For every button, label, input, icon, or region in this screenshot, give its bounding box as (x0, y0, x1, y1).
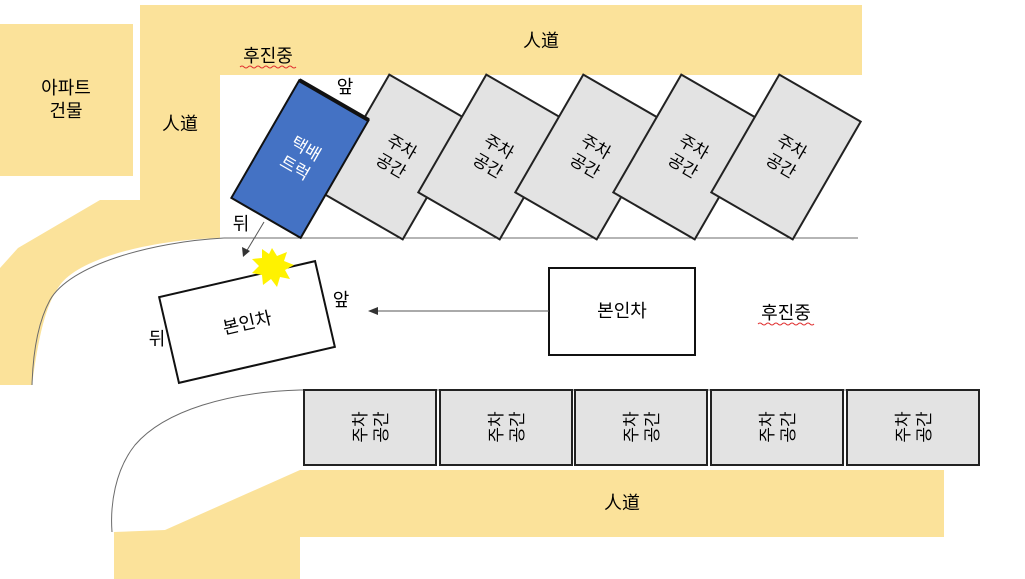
parking-top-row: 주차 공간 주차 공간 주차 공간 주차 공간 주차 공간 (319, 73, 863, 241)
road-edge-curve-lower (111, 389, 301, 533)
truck-reverse-arrow (242, 221, 265, 257)
parking-bottom-row: 주차 공간 주차 공간 주차 공간 주차 공간 (303, 389, 980, 466)
sidewalk-left-label: 人道 (162, 114, 198, 135)
parking-space-bottom-3: 주차 공간 (574, 389, 708, 466)
apartment-label-line2: 건물 (49, 101, 82, 122)
delivery-truck: 택배 트럭 (229, 78, 371, 240)
parking-label: 공간 (643, 411, 663, 443)
sidewalk-top-label: 人道 (523, 31, 559, 52)
parking-space-top-5: 주차 공간 (709, 73, 863, 241)
parking-space-bottom-5: 주차 공간 (846, 389, 980, 466)
parking-label: 공간 (779, 411, 799, 443)
sidewalk-bottom (114, 470, 944, 579)
labels: 人道 人道 人道 아파트 건물 후진중 후진중 앞 뒤 앞 뒤 (41, 31, 811, 514)
parking-label: 공간 (915, 411, 935, 443)
sidewalk-left (0, 5, 220, 385)
sidewalk-bottom-label: 人道 (604, 493, 640, 514)
parking-space-top-3: 주차 공간 (513, 73, 667, 241)
my-car-rear-label: 뒤 (149, 329, 166, 350)
parking-label: 공간 (508, 411, 528, 443)
parking-label: 주차 (622, 411, 642, 443)
reversing-label-right: 후진중 (761, 303, 811, 324)
parking-label: 공간 (372, 411, 392, 443)
parking-label: 주차 (758, 411, 778, 443)
truck-front-label: 앞 (337, 77, 354, 98)
sidewalk-areas (0, 5, 944, 579)
parking-space-bottom-1: 주차 공간 (303, 389, 437, 466)
apartment-building (0, 24, 133, 176)
reversing-label-top: 후진중 (243, 46, 293, 67)
apartment-label-line1: 아파트 (41, 78, 91, 99)
sidewalk-top (140, 5, 862, 75)
parking-label: 주차 (487, 411, 507, 443)
my-car-moving: 본인차 (548, 267, 696, 356)
spellcheck-underlines (239, 65, 815, 326)
my-car-front-label: 앞 (333, 290, 350, 311)
parking-space-bottom-2: 주차 공간 (439, 389, 573, 466)
my-car-moving-label: 본인차 (597, 301, 647, 322)
collision-star-icon (252, 248, 294, 287)
parking-label: 주차 (894, 411, 914, 443)
road-edge-curve-upper (31, 237, 225, 386)
parking-label: 주차 (351, 411, 371, 443)
movement-arrow (368, 307, 549, 315)
parking-space-bottom-4: 주차 공간 (710, 389, 844, 466)
parking-space-top-4: 주차 공간 (611, 73, 765, 241)
truck-rear-label: 뒤 (233, 214, 250, 235)
my-car: 본인차 (157, 259, 337, 385)
